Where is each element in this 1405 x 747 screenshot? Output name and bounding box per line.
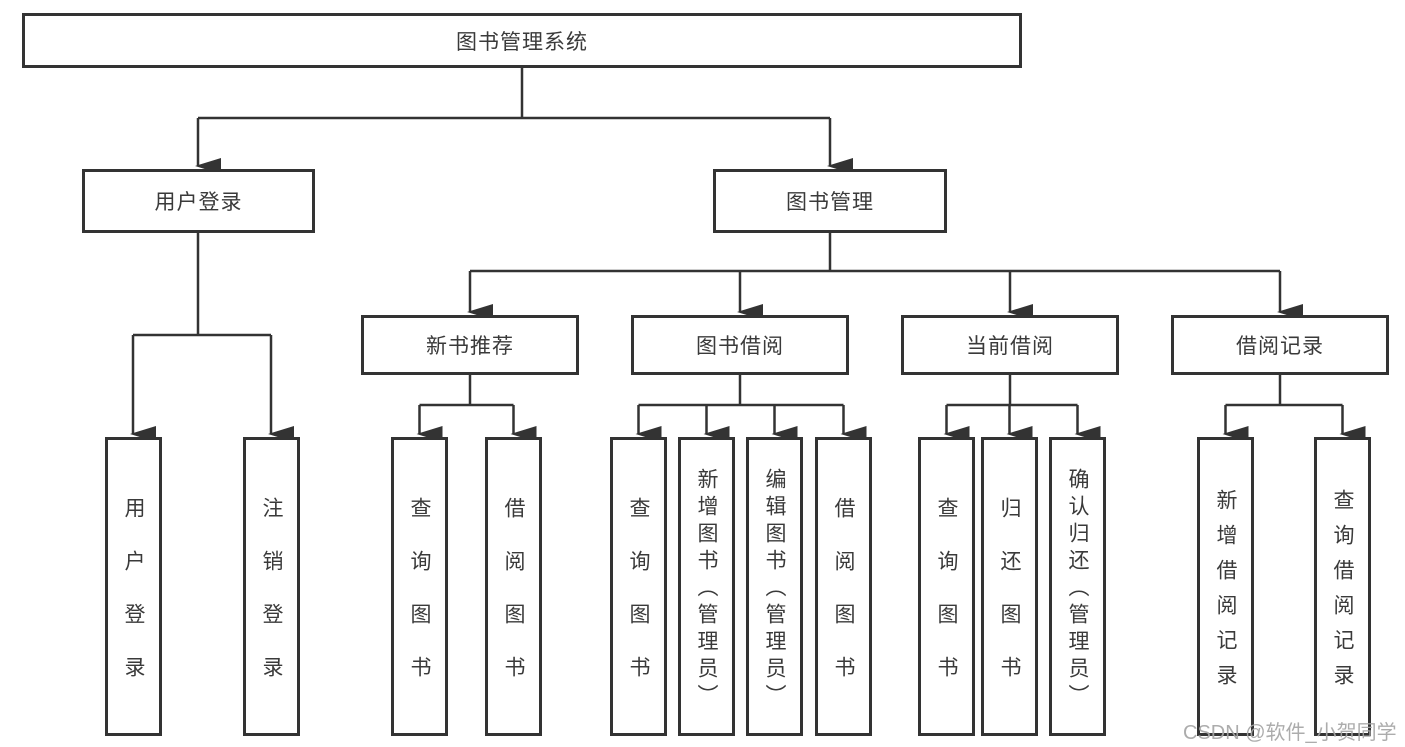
leaf-label: 新增图书（管理员） bbox=[695, 468, 718, 711]
leaf-label: 注销登录 bbox=[260, 496, 283, 709]
leaf-label: 查询图书 bbox=[408, 496, 431, 709]
leaf-label: 编辑图书（管理员） bbox=[763, 468, 786, 711]
leaf-cb-query-books: 查询图书 bbox=[918, 437, 975, 736]
leaf-br-query-record: 查询借阅记录 bbox=[1314, 437, 1371, 736]
leaf-label: 用户登录 bbox=[122, 496, 145, 709]
node-label: 当前借阅 bbox=[966, 335, 1054, 358]
node-label: 图书管理 bbox=[786, 191, 874, 214]
leaf-label: 借阅图书 bbox=[502, 496, 525, 709]
leaf-bb-add-books-admin: 新增图书（管理员） bbox=[678, 437, 735, 736]
node-borrow-records: 借阅记录 bbox=[1171, 315, 1389, 375]
leaf-label: 确认归还（管理员） bbox=[1066, 468, 1089, 711]
node-book-borrow: 图书借阅 bbox=[631, 315, 849, 375]
leaf-nbr-query-books: 查询图书 bbox=[391, 437, 448, 736]
leaf-logout: 注销登录 bbox=[243, 437, 300, 736]
node-label: 图书管理系统 bbox=[456, 30, 588, 54]
node-user-login: 用户登录 bbox=[82, 169, 315, 233]
leaf-nbr-borrow-books: 借阅图书 bbox=[485, 437, 542, 736]
csdn-watermark: CSDN @软件_小贺同学 bbox=[1183, 722, 1397, 744]
leaf-label: 查询图书 bbox=[627, 496, 650, 709]
leaf-bb-edit-books-admin: 编辑图书（管理员） bbox=[746, 437, 803, 736]
leaf-label: 新增借阅记录 bbox=[1214, 488, 1237, 699]
node-label: 新书推荐 bbox=[426, 335, 514, 358]
node-book-management: 图书管理 bbox=[713, 169, 947, 233]
leaf-label: 查询图书 bbox=[935, 496, 958, 709]
leaf-br-add-record: 新增借阅记录 bbox=[1197, 437, 1254, 736]
leaf-cb-return-books: 归还图书 bbox=[981, 437, 1038, 736]
leaf-bb-borrow-books: 借阅图书 bbox=[815, 437, 872, 736]
leaf-cb-confirm-return-admin: 确认归还（管理员） bbox=[1049, 437, 1106, 736]
leaf-label: 查询借阅记录 bbox=[1331, 488, 1354, 699]
node-label: 图书借阅 bbox=[696, 335, 784, 358]
leaf-label: 借阅图书 bbox=[832, 496, 855, 709]
leaf-label: 归还图书 bbox=[998, 496, 1021, 709]
node-new-book-recommend: 新书推荐 bbox=[361, 315, 579, 375]
node-library-management-system: 图书管理系统 bbox=[22, 13, 1022, 68]
node-label: 借阅记录 bbox=[1236, 335, 1324, 358]
node-label: 用户登录 bbox=[154, 191, 243, 214]
node-current-borrow: 当前借阅 bbox=[901, 315, 1119, 375]
leaf-bb-query-books: 查询图书 bbox=[610, 437, 667, 736]
leaf-user-login: 用户登录 bbox=[105, 437, 162, 736]
